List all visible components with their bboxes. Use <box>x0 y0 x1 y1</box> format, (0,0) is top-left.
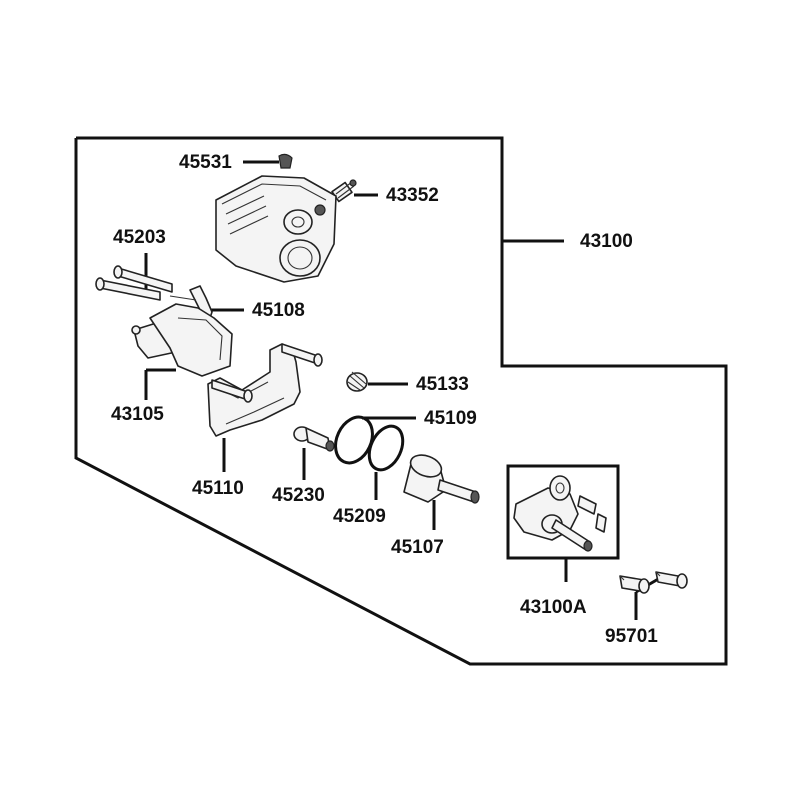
assembly-outline <box>74 136 728 666</box>
part-label-45133: 45133 <box>416 374 469 395</box>
slide-pin-part <box>293 426 335 452</box>
dust-boot-part <box>346 371 368 392</box>
part-label-95701: 95701 <box>605 626 658 647</box>
part-label-45209: 45209 <box>333 506 386 527</box>
part-label-45203: 45203 <box>113 227 166 248</box>
bleeder-valve-part <box>331 179 357 203</box>
part-label-45230: 45230 <box>272 485 325 506</box>
part-label-43352: 43352 <box>386 185 439 206</box>
dust-seal-part <box>367 424 405 472</box>
pad-pin-part <box>95 265 173 301</box>
part-label-45110: 45110 <box>192 478 244 499</box>
mounting-bolts-part <box>619 571 688 594</box>
part-label-43100: 43100 <box>580 231 633 252</box>
part-label-45108: 45108 <box>252 300 305 321</box>
bleeder-cap-part <box>278 153 293 169</box>
part-label-45109: 45109 <box>424 408 477 429</box>
piston-part <box>403 454 480 504</box>
subassembly-box <box>506 464 620 560</box>
part-label-45531: 45531 <box>179 152 232 173</box>
brake-pads-part <box>131 303 233 377</box>
part-label-43100A: 43100A <box>520 597 587 618</box>
caliper-bracket-part <box>207 343 323 437</box>
part-label-43105: 43105 <box>111 404 164 425</box>
subassembly-part <box>513 475 607 552</box>
caliper-body-part <box>215 175 337 283</box>
part-label-45107: 45107 <box>391 537 444 558</box>
